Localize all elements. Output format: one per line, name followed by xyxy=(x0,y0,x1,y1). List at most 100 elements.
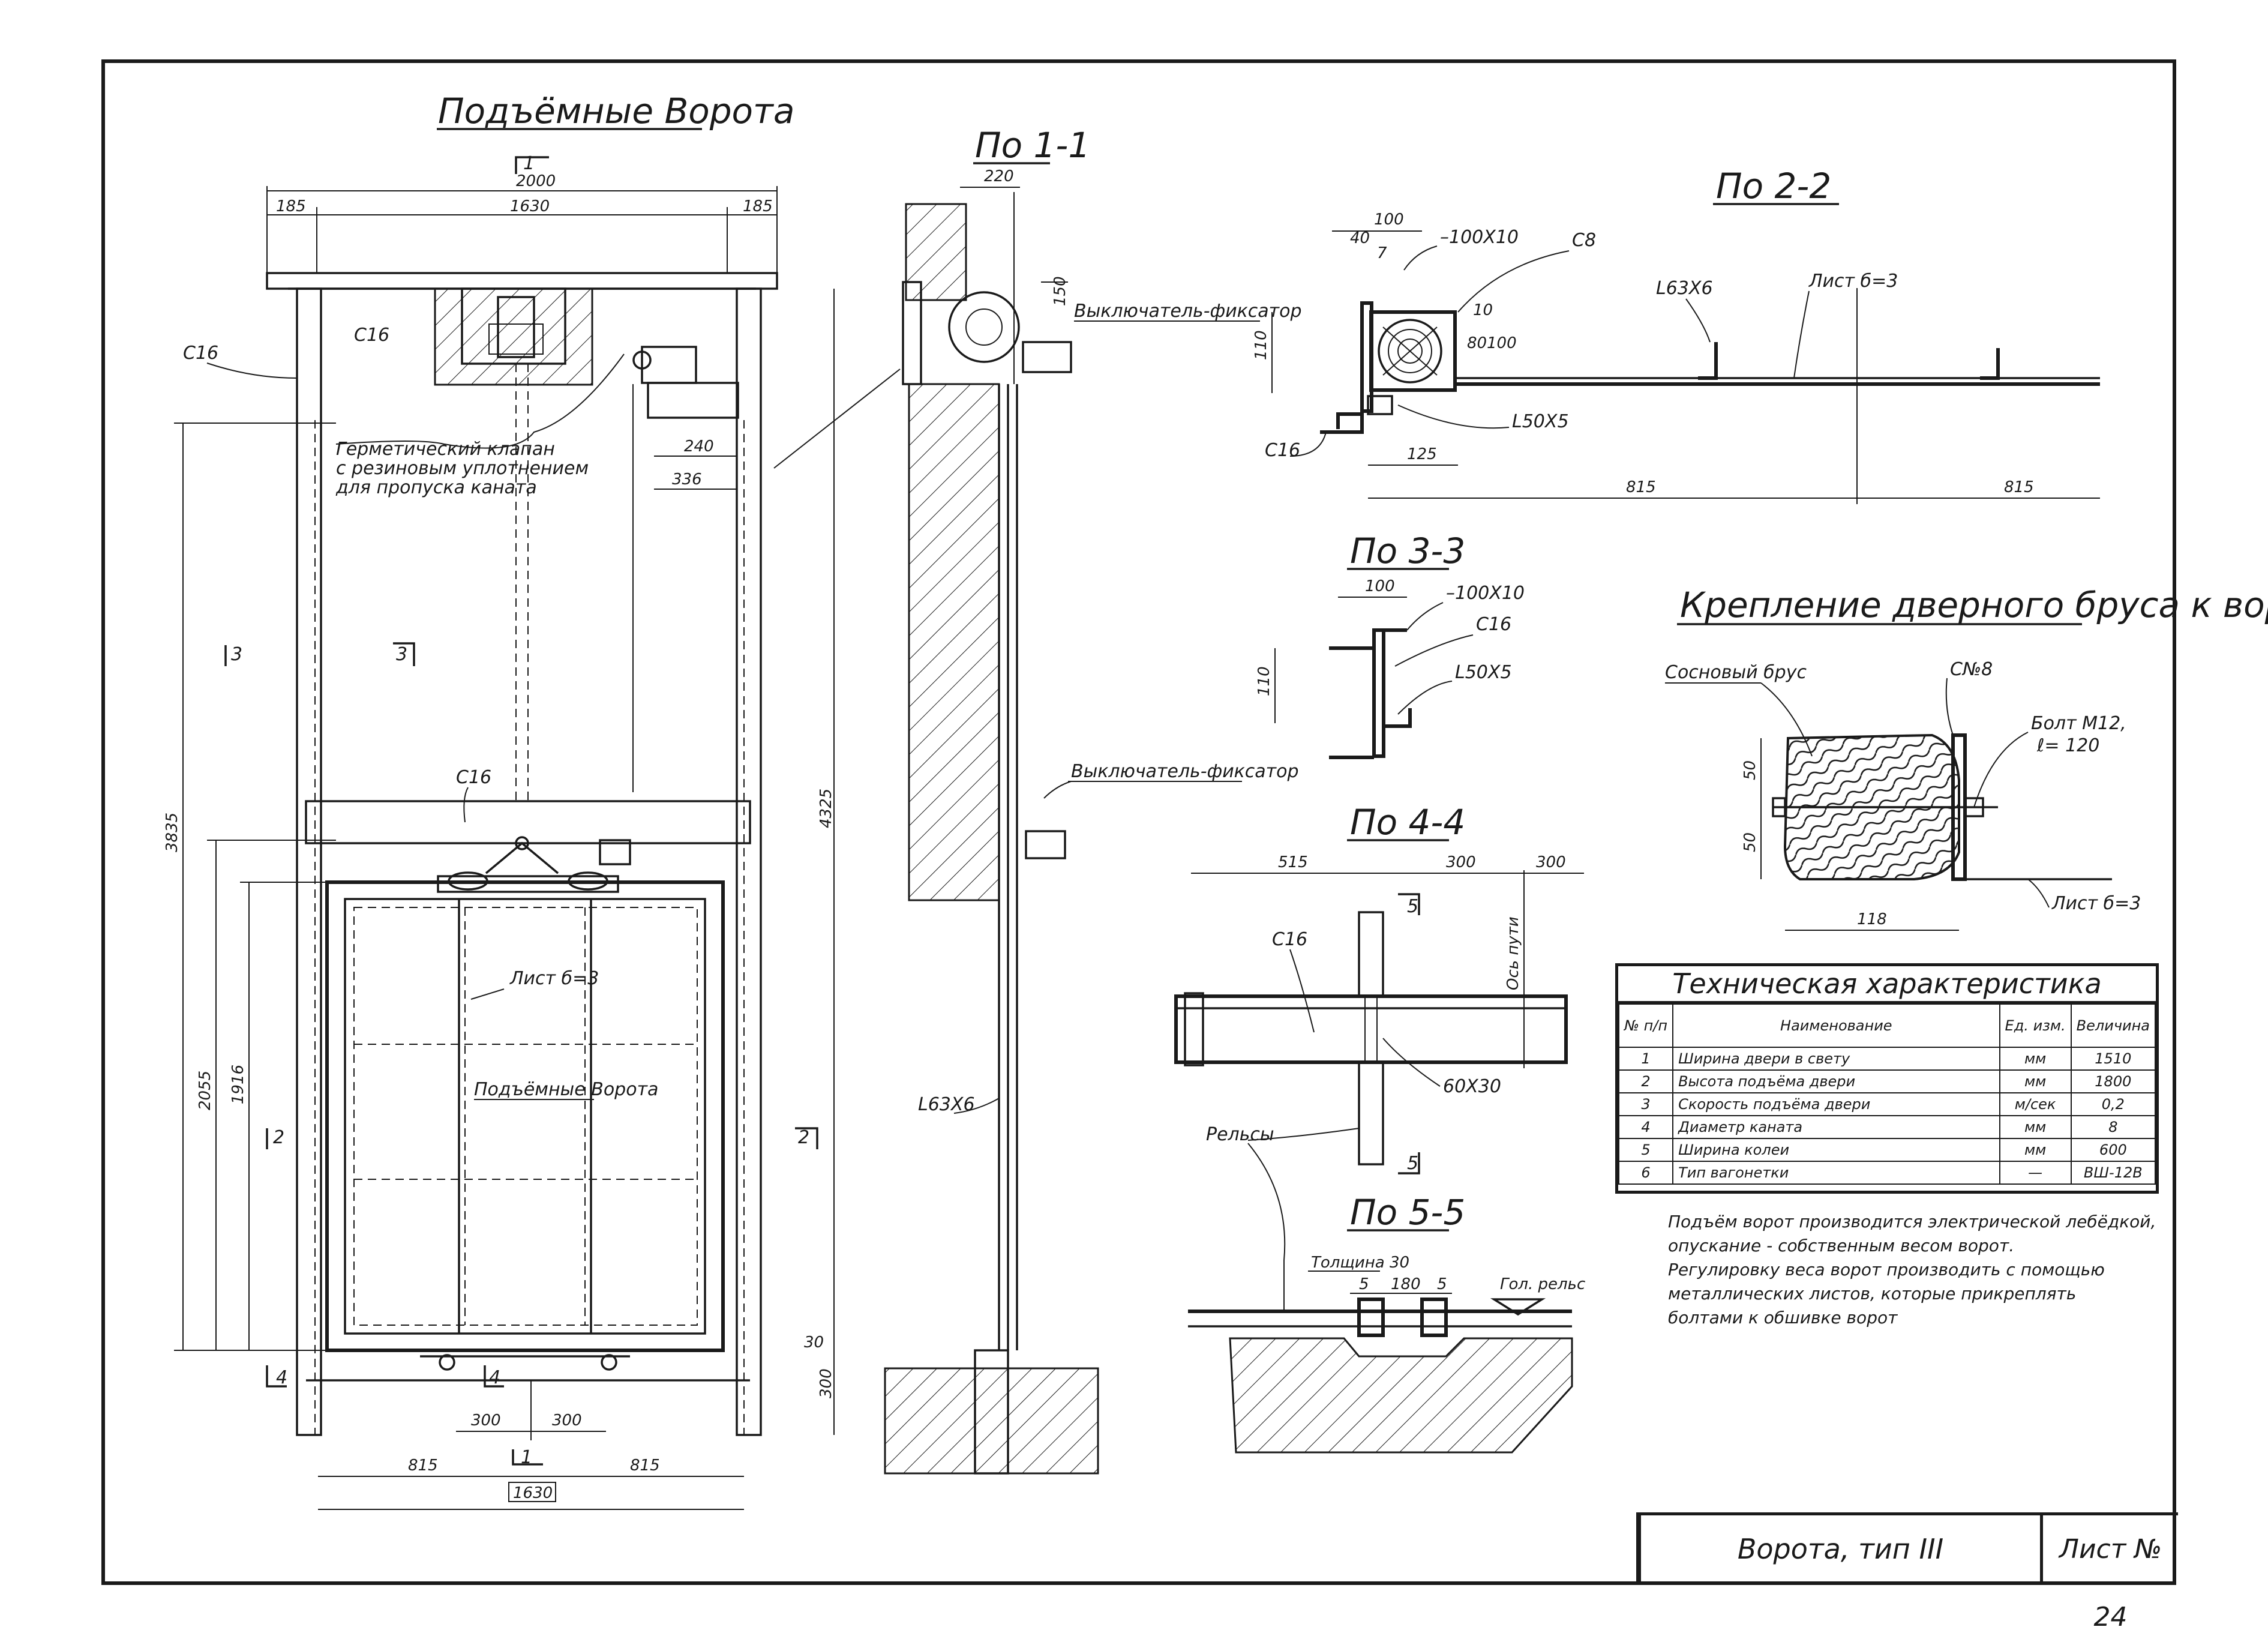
drawing-label: 30 xyxy=(804,1334,824,1352)
drawing-label: Лист б=3 xyxy=(1808,271,1898,292)
drawing-label: 815 xyxy=(2004,478,2034,496)
drawing-label: 1630 xyxy=(510,197,550,215)
drawing-label: По 1-1 xyxy=(975,125,1090,166)
drawing-label: 125 xyxy=(1407,445,1437,463)
drawing-label: 40 xyxy=(1350,229,1370,247)
drawing-label: 515 xyxy=(1278,853,1308,871)
drawing-label: Рельсы xyxy=(1206,1124,1274,1145)
drawing-label: –100Х10 xyxy=(1446,583,1525,604)
drawing-label: 815 xyxy=(1626,478,1656,496)
section-3-3: По 3-3 100 –100Х10 С16 L50Х5 110 xyxy=(1255,531,1525,759)
drawing-label: 4325 xyxy=(817,789,835,828)
drawing-label: Лист б=3 xyxy=(509,968,599,989)
drawing-label: 110 xyxy=(1252,330,1270,360)
drawing-label: 815 xyxy=(630,1457,660,1475)
spec-name: Ширина двери в свету xyxy=(1672,1047,2000,1071)
drawing-label: 1630 xyxy=(513,1484,553,1502)
spec-name: Диаметр каната xyxy=(1672,1115,2000,1139)
spec-head-value: Величина xyxy=(2070,1003,2156,1048)
spec-head-num: № п/п xyxy=(1618,1003,1674,1048)
drawing-label: По 3-3 xyxy=(1350,531,1465,571)
drawing-label: 3 xyxy=(231,644,242,665)
spec-caption: Техническая характеристика xyxy=(1618,966,2156,1003)
drawing-label: Сосновый брус xyxy=(1665,662,1807,683)
drawing-label: 10 xyxy=(1473,301,1493,319)
drawing-label: Ось пути xyxy=(1504,916,1522,990)
drawing-label: 110 xyxy=(1255,666,1273,696)
drawing-label: 2 xyxy=(273,1127,284,1148)
drawing-label: L50Х5 xyxy=(1455,662,1512,683)
drawing-label: 3835 xyxy=(163,813,181,852)
drawing-label: Толщина 30 xyxy=(1311,1254,1409,1272)
note-line: болтами к обшивке ворот xyxy=(1668,1308,1898,1328)
spec-num: 5 xyxy=(1618,1138,1674,1162)
drawing-label: 300 xyxy=(1536,853,1566,871)
spec-num: 4 xyxy=(1618,1115,1674,1139)
spec-value: ВШ-12В xyxy=(2070,1161,2156,1185)
drawing-label: 300 xyxy=(1446,853,1476,871)
drawing-label: По 5-5 xyxy=(1350,1192,1465,1233)
spec-row: 5 Ширина колеи мм 600 xyxy=(1618,1138,2156,1162)
drawing-label: для пропуска каната xyxy=(335,477,537,498)
spec-name: Тип вагонетки xyxy=(1672,1161,2000,1185)
notes: Подъём ворот производится электрической … xyxy=(1668,1210,2178,1330)
drawing-label: 336 xyxy=(672,471,702,489)
spec-row: 3 Скорость подъёма двери м/сек 0,2 xyxy=(1618,1092,2156,1116)
sheet-frame xyxy=(101,59,2176,1585)
spec-unit: мм xyxy=(1999,1069,2072,1093)
fixing-detail: Крепление дверного бруса к воротам Сосно… xyxy=(1665,585,2268,931)
drawing-label: 1916 xyxy=(229,1065,247,1104)
spec-name: Высота подъёма двери xyxy=(1672,1069,2000,1093)
spec-num: 2 xyxy=(1618,1069,1674,1093)
drawing-label: 180 xyxy=(1391,1275,1421,1293)
drawing-label: 4 xyxy=(276,1367,287,1388)
drawing-label: С16 xyxy=(456,767,491,788)
drawing-label: 5 xyxy=(1407,896,1418,917)
section-5-5: По 5-5 Толщина 30 5 180 5 Гол. рельс xyxy=(1188,1192,1585,1454)
drawing-label: 1 xyxy=(521,1447,532,1468)
spec-value: 600 xyxy=(2070,1138,2156,1162)
spec-value: 0,2 xyxy=(2070,1092,2156,1116)
drawing-label: 2 xyxy=(798,1127,809,1148)
drawing-label: С8 xyxy=(1572,230,1596,251)
drawing-label: 815 xyxy=(408,1457,438,1475)
drawing-label: 300 xyxy=(552,1412,582,1430)
sheet-number: Лист № 24 xyxy=(2059,1534,2162,1632)
drawing-label: 185 xyxy=(743,197,773,215)
note-line: Регулировку веса ворот производить с пом… xyxy=(1668,1260,2105,1280)
note-line: металлических листов, которые прикреплят… xyxy=(1668,1284,2077,1304)
spec-value: 1510 xyxy=(2070,1047,2156,1071)
drawing-name: Ворота, тип III xyxy=(1641,1515,2043,1583)
drawing-label: 100 xyxy=(1374,211,1404,229)
drawing-label: 100 xyxy=(1365,577,1395,595)
drawing-label: –100Х10 xyxy=(1440,227,1519,248)
spec-num: 6 xyxy=(1618,1161,1674,1185)
spec-name: Скорость подъёма двери xyxy=(1672,1092,2000,1116)
spec-num: 3 xyxy=(1618,1092,1674,1116)
drawing-label: 185 xyxy=(276,197,306,215)
drawing-label: 220 xyxy=(984,167,1014,185)
drawing-label: 5 xyxy=(1359,1275,1369,1293)
drawing-label: Выключатель-фиксатор xyxy=(1074,301,1302,322)
drawing-label: Крепление дверного бруса к воротам xyxy=(1680,585,2268,625)
drawing-label: По 2-2 xyxy=(1716,166,1831,206)
drawing-label: Лист б=3 xyxy=(2051,893,2141,914)
spec-value: 1800 xyxy=(2070,1069,2156,1093)
drawing-label: с резиновым уплотнением xyxy=(336,458,589,479)
spec-unit: — xyxy=(1999,1161,2072,1185)
drawing-label: Гол. рельс xyxy=(1500,1275,1585,1293)
drawing-label: 5 xyxy=(1407,1153,1418,1174)
drawing-label: По 4-4 xyxy=(1350,802,1465,843)
drawing-label: 2000 xyxy=(516,172,556,190)
drawing-label: С16 xyxy=(183,343,218,364)
drawing-label: 1 xyxy=(523,153,535,174)
drawing-label: 4 xyxy=(489,1367,500,1388)
spec-row: 2 Высота подъёма двери мм 1800 xyxy=(1618,1069,2156,1093)
spec-header-row: № п/п Наименование Ед. изм. Величина xyxy=(1618,1003,2156,1048)
spec-table: Техническая характеристика № п/п Наимено… xyxy=(1615,963,2159,1194)
drawing-label: С№8 xyxy=(1950,659,1993,680)
drawing-label: 80 xyxy=(1467,334,1487,352)
drawing-label: Выключатель-фиксатор xyxy=(1071,761,1299,782)
spec-unit: мм xyxy=(1999,1138,2072,1162)
